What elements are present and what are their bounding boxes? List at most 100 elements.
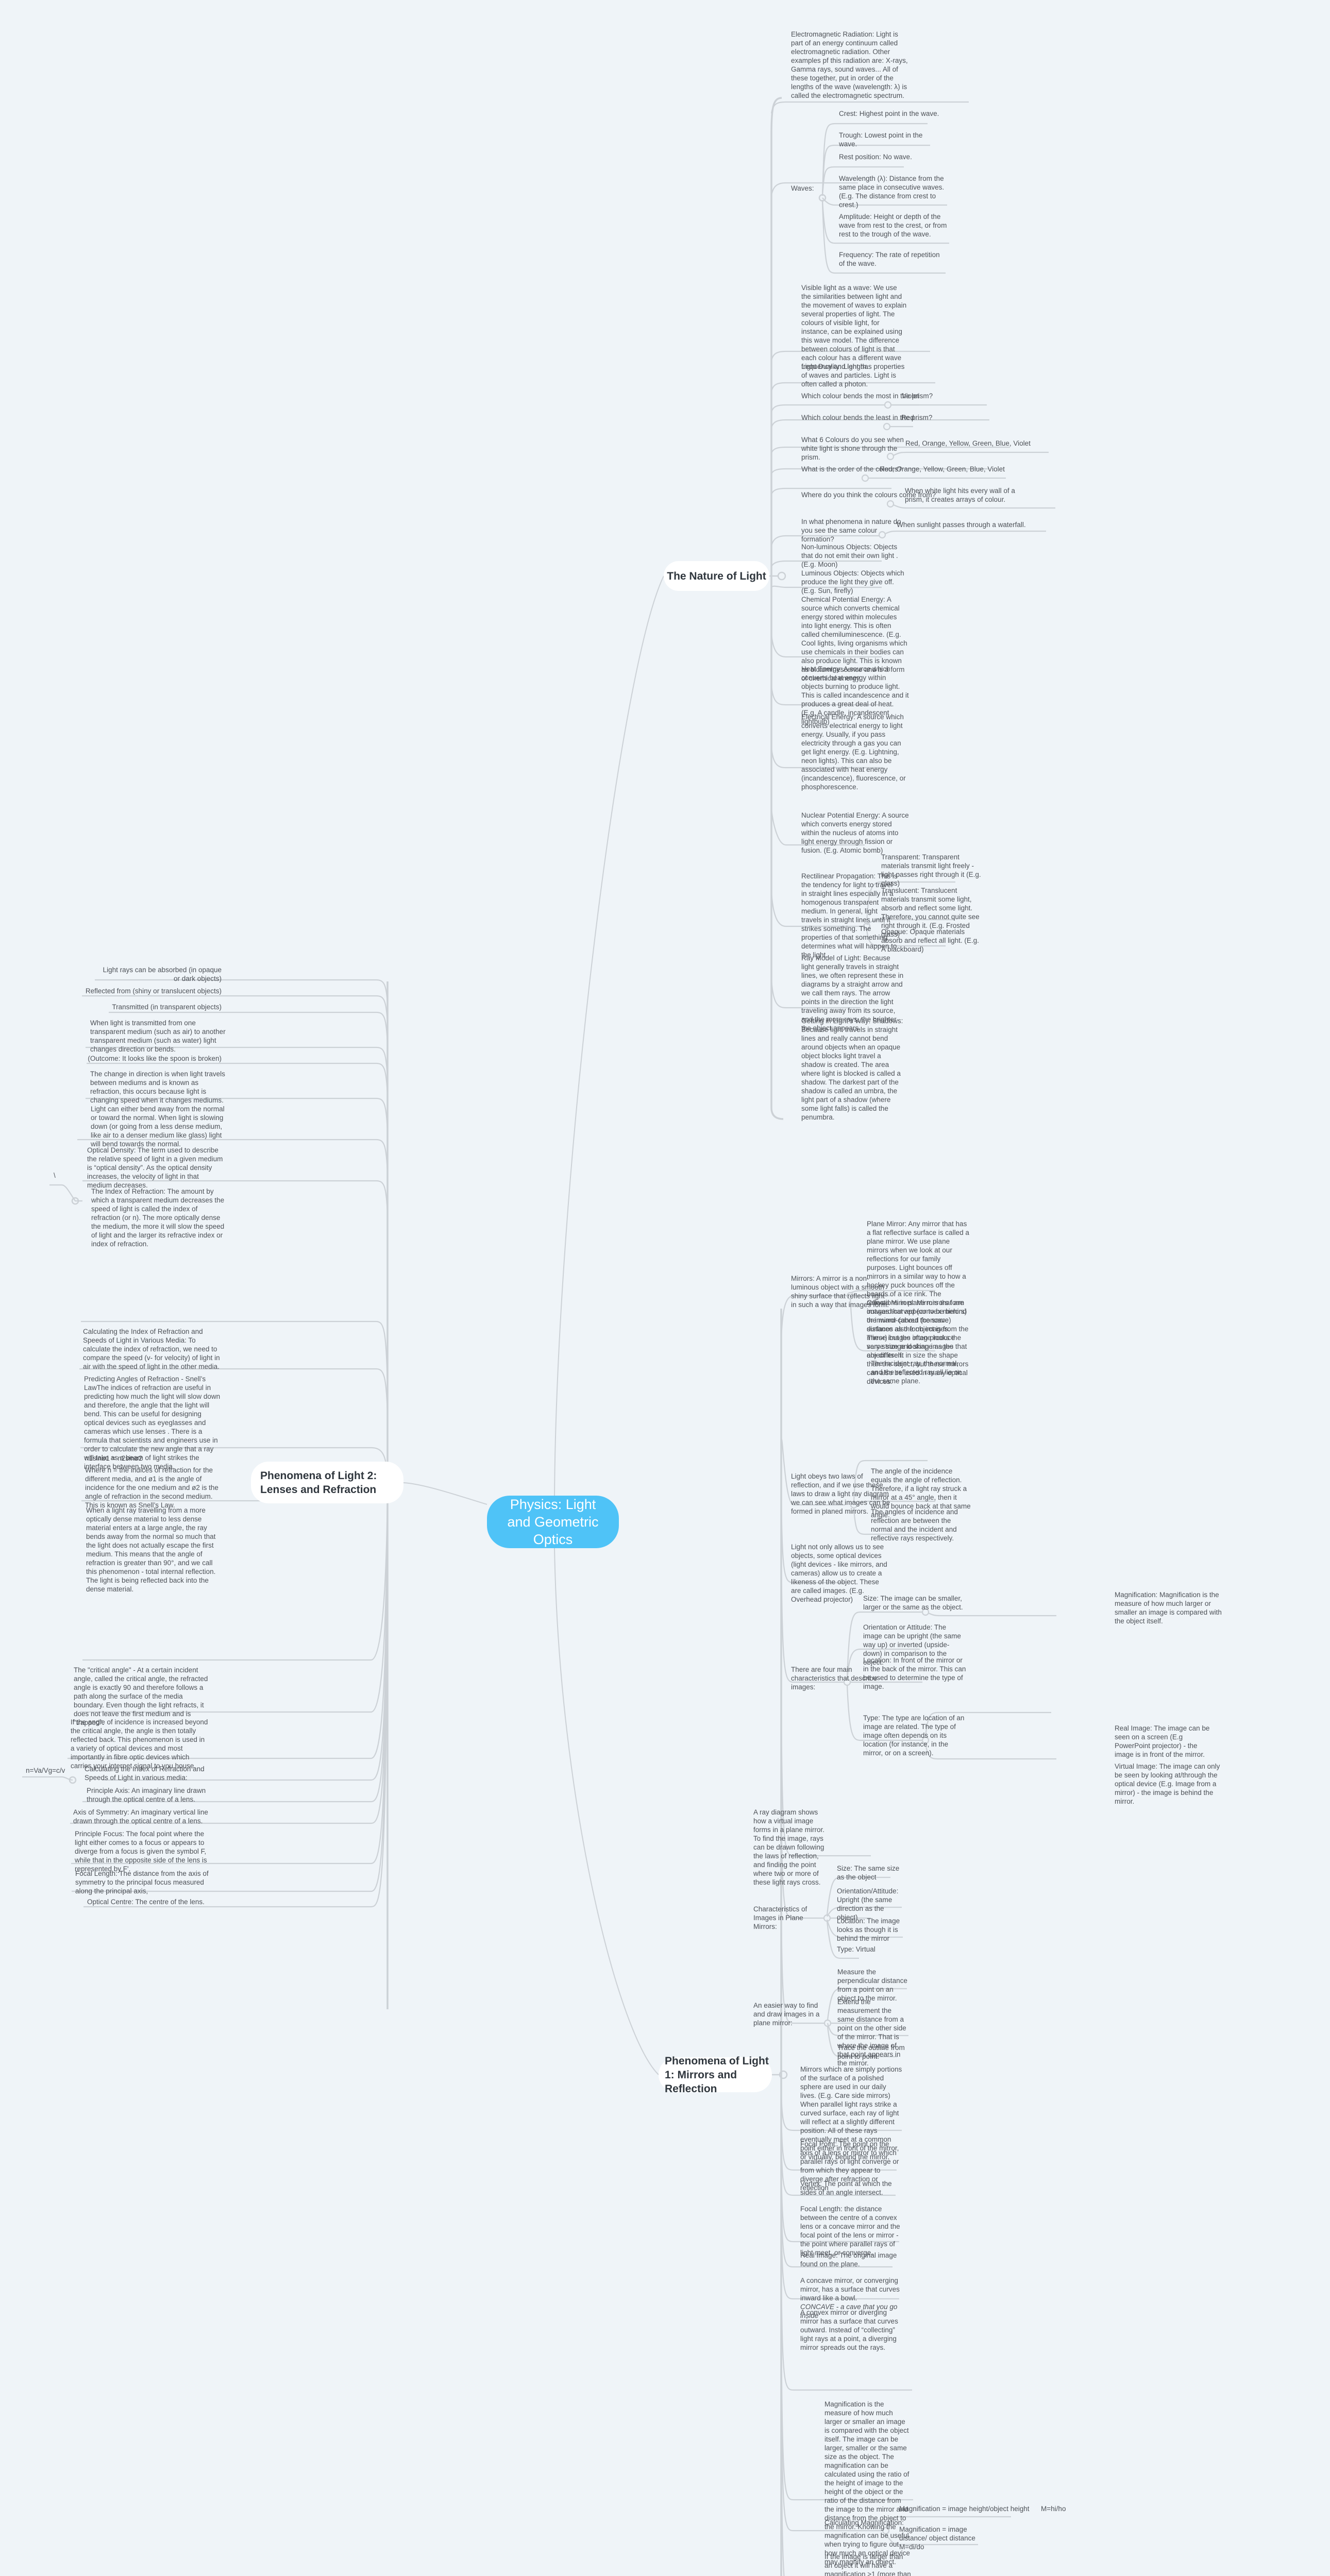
material-transparent[interactable]: Transparent: Transparent materials trans… xyxy=(881,853,981,887)
material-translucent[interactable]: Translucent: Translucent materials trans… xyxy=(881,887,980,938)
char-type[interactable]: Type: The type are location of an image … xyxy=(863,1714,965,1757)
calc-mag-height[interactable]: Magnification = image height/object heig… xyxy=(899,2505,1066,2513)
node-snell-where[interactable]: Where n = the indices of refraction for … xyxy=(85,1466,218,1509)
node-absorbed[interactable]: Light rays can be absorbed (in opaque or… xyxy=(103,966,222,982)
law-angle-equal[interactable]: The angle of the incidence equals the an… xyxy=(871,1467,971,1519)
easier-step-extend[interactable]: Extend the measurement the same distance… xyxy=(837,1998,906,2067)
image-real[interactable]: Real Image: The image can be seen on a s… xyxy=(1115,1724,1210,1758)
answer-phenomena[interactable]: When sunlight passes through a waterfall… xyxy=(897,521,1026,529)
wave-rest[interactable]: Rest position: No wave. xyxy=(839,153,912,161)
node-principle-axis[interactable]: Principle Axis: An imaginary line drawn … xyxy=(87,1787,206,1803)
node-q-bends-most[interactable]: Which colour bends the most in the prism… xyxy=(801,392,933,400)
node-four-characteristics[interactable]: There are four main characteristics that… xyxy=(791,1666,878,1691)
formula-n-ratio[interactable]: n=Va/Vg=c/v xyxy=(26,1767,65,1774)
answer-violet[interactable]: Violet xyxy=(902,392,919,400)
node-heat-energy[interactable]: Heat Energy: A source which converts hea… xyxy=(801,665,909,725)
plane-location[interactable]: Location: The image looks as though it i… xyxy=(837,1917,900,1942)
image-virtual[interactable]: Virtual Image: The image can only be see… xyxy=(1115,1762,1220,1805)
char-location[interactable]: Location: In front of the mirror or in t… xyxy=(863,1656,966,1690)
node-light-duality[interactable]: Light Duality: Light has properties of w… xyxy=(801,363,905,388)
node-concave[interactable]: A concave mirror, or converging mirror, … xyxy=(800,2276,903,2320)
node-shadows[interactable]: Getting in Light’s Way: Shadows: Because… xyxy=(801,1017,903,1121)
topic-lenses-refraction[interactable]: Phenomena of Light 2: Lenses and Refract… xyxy=(251,1462,403,1503)
law-angles-normal[interactable]: The angles of incidence and reflection a… xyxy=(871,1508,958,1542)
node-images[interactable]: Light not only allows us to see objects,… xyxy=(791,1543,887,1603)
node-bend-normal[interactable]: Light can either bend away from the norm… xyxy=(91,1105,225,1148)
char-magnification[interactable]: Magnification: Magnification is the meas… xyxy=(1115,1591,1222,1625)
node-optical-centre[interactable]: Optical Centre: The centre of the lens. xyxy=(87,1898,205,1906)
node-q-order[interactable]: What is the order of the colours? xyxy=(801,465,902,473)
node-real-image[interactable]: Real Image: The original image found on … xyxy=(800,2251,897,2268)
node-waves[interactable]: Waves: xyxy=(791,184,814,192)
answer-where[interactable]: When white light hits every wall of a pr… xyxy=(905,487,1015,503)
topic-mirrors-reflection[interactable]: Phenomena of Light 1: Mirrors and Reflec… xyxy=(659,2055,772,2095)
central-topic[interactable]: Physics: Light and Geometric Optics xyxy=(487,1496,619,1548)
node-mag-larger[interactable]: If the image is larger than an object it… xyxy=(824,2553,911,2576)
node-q-where[interactable]: Where do you think the colours come from… xyxy=(801,491,936,499)
node-q-bends-least[interactable]: Which colour bends the least in the pris… xyxy=(801,414,933,421)
easier-step-trace[interactable]: Trace the outline from point to point. xyxy=(837,2044,905,2060)
mirror-curved[interactable]: Curved Mirrors: Mirrors that are outward… xyxy=(867,1299,969,1385)
node-non-luminous[interactable]: Non-luminous Objects: Objects that do no… xyxy=(801,543,898,568)
node-nuclear-energy[interactable]: Nuclear Potential Energy: A source which… xyxy=(801,811,909,854)
node-q-phenomena[interactable]: In what phenomena in nature do you see t… xyxy=(801,518,901,543)
concave-text: A concave mirror, or converging mirror, … xyxy=(800,2277,900,2302)
answer-six-colours[interactable]: Red, Orange, Yellow, Green, Blue, Violet xyxy=(905,439,1031,447)
plane-size[interactable]: Size: The same size as the object xyxy=(837,1865,900,1881)
node-beyond-critical[interactable]: If the angle of incidence is increased b… xyxy=(71,1718,208,1770)
node-vertex[interactable]: Vertex: The point at which the sides of … xyxy=(800,2180,892,2196)
node-snell-formula[interactable]: n1sinø1 = n2sinø2 xyxy=(85,1454,143,1462)
node-visible-light-wave[interactable]: Visible light as a wave: We use the simi… xyxy=(801,284,907,370)
material-opaque[interactable]: Opaque: Opaque materials absorb and refl… xyxy=(881,928,979,953)
node-spherical-mirrors[interactable]: Mirrors which are simply portions of the… xyxy=(800,2065,902,2161)
node-characteristics-plane[interactable]: Characteristics of Images in Plane Mirro… xyxy=(753,1905,807,1930)
plane-orientation[interactable]: Orientation/Attitude: Upright (the same … xyxy=(837,1887,899,1921)
node-mirrors[interactable]: Mirrors: A mirror is a non-luminous obje… xyxy=(791,1275,889,1309)
node-luminous[interactable]: Luminous Objects: Objects which produce … xyxy=(801,569,904,595)
wave-amplitude[interactable]: Amplitude: Height or depth of the wave f… xyxy=(839,213,947,238)
answer-red[interactable]: Red xyxy=(901,414,914,421)
node-focal-point[interactable]: Focal Point: The point on the axis of a … xyxy=(800,2140,899,2192)
node-ray-diagram-virtual[interactable]: A ray diagram shows how a virtual image … xyxy=(753,1808,825,1886)
easier-step-measure[interactable]: Measure the perpendicular distance from … xyxy=(837,1968,907,2002)
node-rectilinear-propagation[interactable]: Rectilinear Propagation: This is the ten… xyxy=(801,872,898,959)
wave-frequency[interactable]: Frequency: The rate of repetition of the… xyxy=(839,251,940,267)
node-electrical-energy[interactable]: Electrical Energy: A source which conver… xyxy=(801,713,906,791)
node-electromagnetic-radiation[interactable]: Electromagnetic Radiation: Light is part… xyxy=(791,30,908,99)
node-reflected[interactable]: Reflected from (shiny or translucent obj… xyxy=(85,987,222,995)
node-transmitted[interactable]: Transmitted (in transparent objects) xyxy=(112,1003,222,1011)
node-ray-model[interactable]: Ray Model of Light: Because light genera… xyxy=(801,954,904,1032)
node-total-internal-reflection[interactable]: When a light ray travelling from a more … xyxy=(86,1506,216,1593)
topic-nature-of-light[interactable]: The Nature of Light xyxy=(664,561,769,591)
node-two-laws[interactable]: Light obeys two laws of reflection, and … xyxy=(791,1472,890,1515)
node-axis-symmetry[interactable]: Axis of Symmetry: An imaginary vertical … xyxy=(73,1808,208,1825)
node-calc-index[interactable]: Calculating the Index of Refraction and … xyxy=(83,1328,220,1370)
plane-type[interactable]: Type: Virtual xyxy=(837,1945,876,1953)
wave-crest[interactable]: Crest: Highest point in the wave. xyxy=(839,110,939,117)
node-calc-index-2[interactable]: Calculating the Index of Refraction and … xyxy=(85,1765,205,1782)
node-index-of-refraction[interactable]: The Index of Refraction: The amount by w… xyxy=(91,1188,225,1248)
law-same-plane[interactable]: The incident ray, the normal, and the re… xyxy=(871,1360,962,1385)
node-magnification[interactable]: Magnification is the measure of how much… xyxy=(824,2400,910,2566)
node-change-direction[interactable]: The change in direction is when light tr… xyxy=(90,1070,225,1104)
node-outcome-spoon[interactable]: (Outcome: It looks like the spoon is bro… xyxy=(88,1055,222,1062)
node-optical-density[interactable]: Optical Density: The term used to descri… xyxy=(87,1146,223,1189)
node-easier-way[interactable]: An easier way to find and draw images in… xyxy=(753,2002,820,2027)
answer-order[interactable]: Red, Orange, Yellow, Green, Blue, Violet xyxy=(880,465,1005,473)
wave-wavelength[interactable]: Wavelength (λ): Distance from the same p… xyxy=(839,175,945,209)
node-focal-length-lens[interactable]: Focal Length: The distance from the axis… xyxy=(75,1870,209,1895)
node-transmitted-bends[interactable]: When light is transmitted from one trans… xyxy=(90,1019,226,1053)
node-q-six-colours[interactable]: What 6 Colours do you see when white lig… xyxy=(801,436,904,461)
node-snells-law[interactable]: Predicting Angles of Refraction - Snell’… xyxy=(84,1375,221,1470)
calc-mag-distance[interactable]: Magnification = image distance/ object d… xyxy=(899,2526,983,2551)
node-focal-length-mirror[interactable]: Focal Length: the distance between the c… xyxy=(800,2205,900,2257)
node-critical-angle[interactable]: The "critical angle" - At a certain inci… xyxy=(74,1666,208,1726)
wave-trough[interactable]: Trough: Lowest point in the wave. xyxy=(839,131,923,148)
node-chemical-energy[interactable]: Chemical Potential Energy: A source whic… xyxy=(801,596,907,682)
char-orientation[interactable]: Orientation or Attitude: The image can b… xyxy=(863,1623,961,1666)
node-calc-magnification[interactable]: Calculating Magnification: xyxy=(824,2519,904,2527)
mirror-plane[interactable]: Plane Mirror: Any mirror that has a flat… xyxy=(867,1220,969,1359)
node-convex[interactable]: A convex mirror or diverging mirror has … xyxy=(800,2309,898,2351)
char-size[interactable]: Size: The image can be smaller, larger o… xyxy=(863,1595,963,1611)
node-principle-focus[interactable]: Principle Focus: The focal point where t… xyxy=(75,1830,207,1873)
